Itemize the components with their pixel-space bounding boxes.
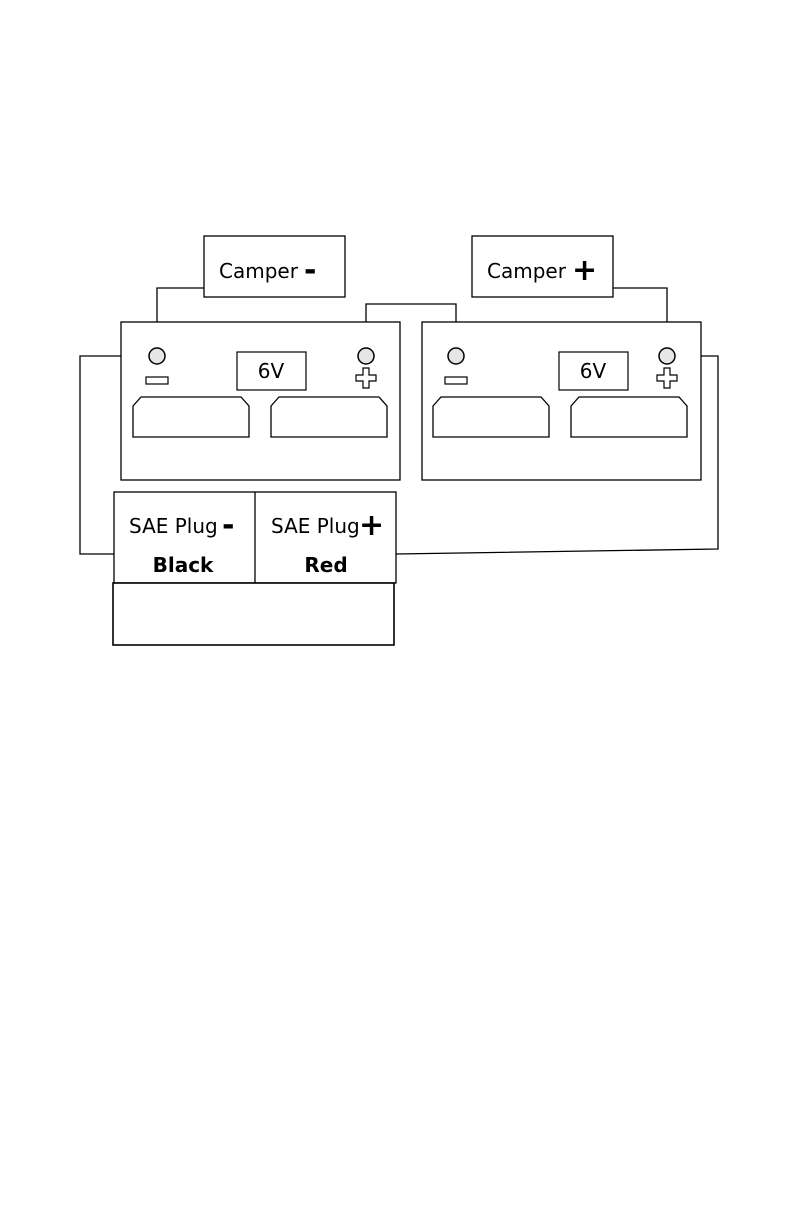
camper-negative-label: Camper [219,259,299,283]
camper-positive-box: Camper + [472,236,613,297]
battery-right-negative-terminal [448,348,464,364]
camper-positive-label: Camper [487,259,567,283]
sae-plug-housing [113,583,394,645]
battery-left-positive-terminal [358,348,374,364]
minus-icon [445,377,467,384]
sae-plug-positive-color: Red [304,553,347,577]
sae-plug-negative-sign: - [222,508,234,543]
battery-right: 6V [422,322,701,480]
battery-right-cell-left [433,397,549,437]
sae-plug: SAE Plug - Black SAE Plug + Red [113,492,396,645]
sae-plug-positive-label: SAE Plug [271,514,360,538]
battery-right-cell-right [571,397,687,437]
battery-left-cell-left [133,397,249,437]
sae-plug-negative-color: Black [153,553,214,577]
battery-right-positive-terminal [659,348,675,364]
battery-right-voltage-label: 6V [580,359,607,383]
camper-positive-sign: + [572,253,597,288]
battery-left-negative-terminal [149,348,165,364]
camper-negative-box: Camper - [204,236,345,297]
battery-left: 6V [121,322,400,480]
camper-negative-sign: - [304,253,316,288]
battery-left-voltage-label: 6V [258,359,285,383]
sae-plug-negative-label: SAE Plug [129,514,218,538]
battery-left-cell-right [271,397,387,437]
minus-icon [146,377,168,384]
sae-plug-positive-sign: + [359,508,384,543]
